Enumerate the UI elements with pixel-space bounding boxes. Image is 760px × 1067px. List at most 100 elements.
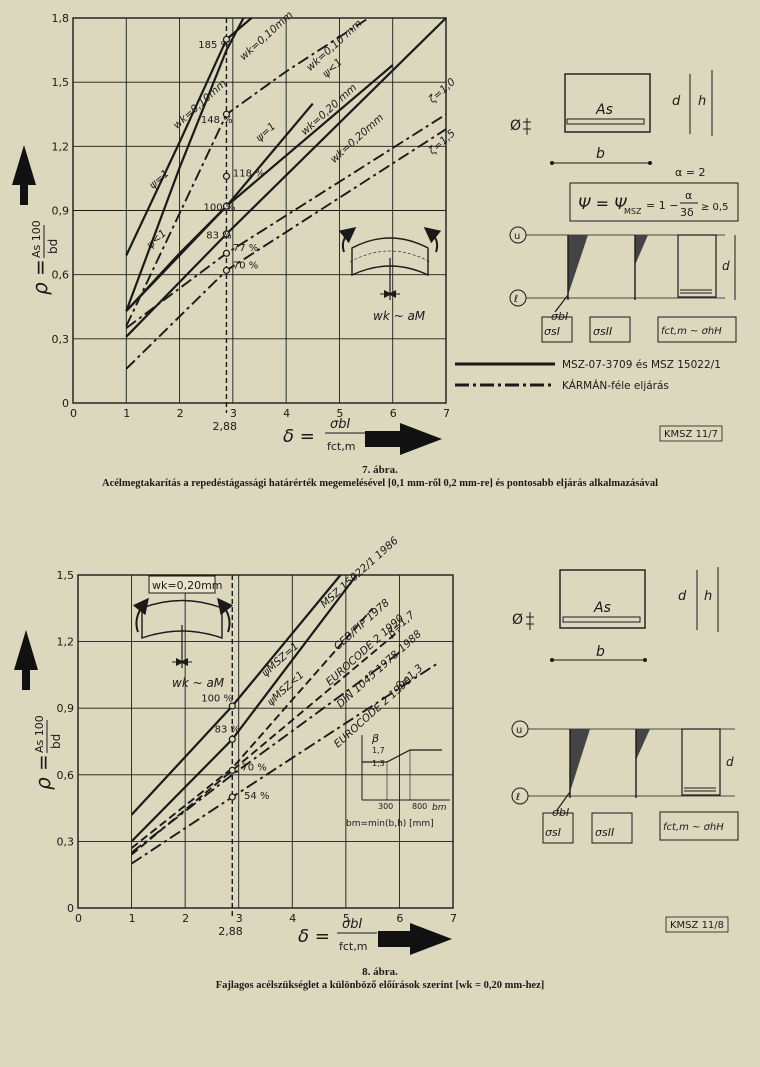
b-label: b	[596, 146, 605, 162]
x-tick-label: 6	[396, 912, 403, 925]
beta-tick-17: 1,7	[372, 746, 385, 755]
data-point	[222, 249, 231, 257]
y-tick-label: 0,9	[57, 702, 75, 715]
x-axis-label: δ = σbI fct,m	[283, 417, 442, 455]
data-point	[222, 266, 231, 274]
series-label: MSZ 15022/1 1986	[318, 535, 401, 611]
percent-label: 100 %	[201, 694, 233, 705]
series-line	[131, 607, 374, 849]
percent-label: 70 %	[241, 762, 266, 773]
legend-solid-label: MSZ-07-3709 és MSZ 15022/1	[562, 359, 721, 371]
u-label: u	[514, 231, 520, 242]
series-label: ψ=1	[253, 120, 278, 144]
y-axis-denominator: bd	[46, 239, 60, 254]
x-axis-numerator: σbI	[330, 417, 350, 432]
x-axis-numerator: σbI	[342, 917, 362, 932]
figure-stamp: KMSZ 11/7	[664, 429, 718, 440]
x-axis-arrow	[378, 923, 452, 955]
x-tick-label: 5	[336, 407, 343, 420]
sst-label: σsI	[544, 325, 560, 338]
x-tick-label: 7	[443, 407, 450, 420]
y-axis-label: ρ = As 100 bd	[28, 220, 60, 295]
as-label: As	[595, 102, 613, 118]
d-label: d	[678, 589, 687, 604]
figure-8-caption-text: Fajlagos acélszükséglet a különböző előí…	[215, 980, 545, 991]
percent-label: 185 %	[198, 40, 230, 51]
as-label: As	[593, 600, 611, 616]
y-tick-label: 0,9	[52, 205, 70, 218]
beta-tick-13: 1,3	[372, 759, 385, 768]
bending-sketch: wk ~ aM	[338, 226, 442, 323]
series-label: wk=0,10mm	[237, 9, 295, 63]
x-tick-label: 0	[70, 407, 77, 420]
y-axis-numerator: As 100	[30, 220, 43, 258]
x-tick-label: 5	[343, 912, 350, 925]
y-tick-label: 1,2	[52, 140, 70, 153]
percent-label: 70 %	[233, 260, 258, 271]
data-point	[222, 35, 231, 43]
x-tick-label: 4	[289, 912, 296, 925]
stress-diagram: u ℓ d σsI σbI σsII fct,m ~ σhH	[509, 226, 737, 343]
series-label: ψ<1	[144, 227, 169, 251]
x-tick-label: 2	[182, 912, 189, 925]
y-axis-denominator: bd	[49, 734, 63, 749]
wk-am-label-2: wk ~ aM	[172, 676, 225, 690]
percent-label: 77 %	[233, 243, 258, 254]
data-point	[222, 202, 231, 210]
psi-formula-sub: MSZ	[624, 207, 642, 216]
psi-formula-geq: ≥ 0,5	[701, 202, 728, 213]
x-axis-symbol: δ =	[283, 426, 315, 447]
psi-formula-alpha: α	[685, 189, 692, 202]
x-tick-label: 3	[230, 407, 237, 420]
y-tick-label: 0	[62, 397, 69, 410]
y-tick-label: 1,5	[52, 76, 70, 89]
figure-7-caption-text: Acélmegtakarítás a repedéstágassági hatá…	[102, 478, 658, 489]
u-label: u	[516, 725, 522, 736]
data-point	[222, 172, 231, 180]
l-label: ℓ	[516, 792, 520, 803]
x-axis-denominator: fct,m	[327, 440, 355, 453]
x-tick-label: 7	[450, 912, 457, 925]
marker-label: 2,88	[212, 420, 237, 433]
percent-label: 118 %	[233, 168, 265, 179]
x-axis-symbol: δ =	[298, 926, 330, 947]
series-label: ζ=1,0	[426, 76, 458, 107]
percent-label: 148 %	[201, 115, 233, 126]
beta-formula: bm=min(b,h) [mm]	[346, 819, 434, 829]
h-label: h	[698, 94, 706, 109]
marker-label: 2,88	[218, 925, 243, 938]
cross-section: As Ø b d h α = 2	[510, 70, 713, 179]
d-label-stress: d	[726, 755, 734, 769]
psi-formula-main: Ψ = Ψ	[578, 194, 627, 213]
y-tick-label: 1,2	[57, 636, 75, 649]
figure-stamp: KMSZ 11/8	[670, 920, 724, 931]
x-tick-label: 3	[236, 912, 243, 925]
beta-xlabel: bm	[432, 803, 447, 813]
percent-label: 54 %	[244, 791, 269, 802]
fct-label: fct,m ~ σhH	[663, 822, 724, 833]
x-tick-label: 4	[283, 407, 290, 420]
percent-annotations: 100 %83 %70 %54 %	[201, 694, 269, 803]
y-axis-numerator: As 100	[33, 715, 46, 753]
legend-dashdot-label: KÁRMÁN-féle eljárás	[562, 379, 669, 392]
data-point	[228, 735, 236, 743]
beta-tick-300: 300	[378, 802, 393, 811]
chart-grid	[72, 17, 447, 413]
y-tick-label: 0	[67, 902, 74, 915]
d-label-stress: d	[722, 259, 730, 273]
legend: MSZ-07-3709 és MSZ 15022/1 KÁRMÁN-féle e…	[455, 359, 721, 392]
y-axis-arrow	[12, 145, 36, 205]
y-axis-symbol: ρ =	[31, 754, 55, 790]
data-point	[222, 230, 231, 238]
wk-am-label: wk ~ aM	[373, 309, 426, 323]
x-tick-label: 2	[177, 407, 184, 420]
figure-8-caption: 8. ábra. Fajlagos acélszükséglet a külön…	[0, 966, 760, 991]
wk-sketch: wk=0,20mm wk ~ aM	[132, 575, 234, 690]
series-line	[130, 629, 401, 856]
data-point	[228, 793, 236, 801]
cross-section: As Ø b d h	[512, 567, 719, 662]
